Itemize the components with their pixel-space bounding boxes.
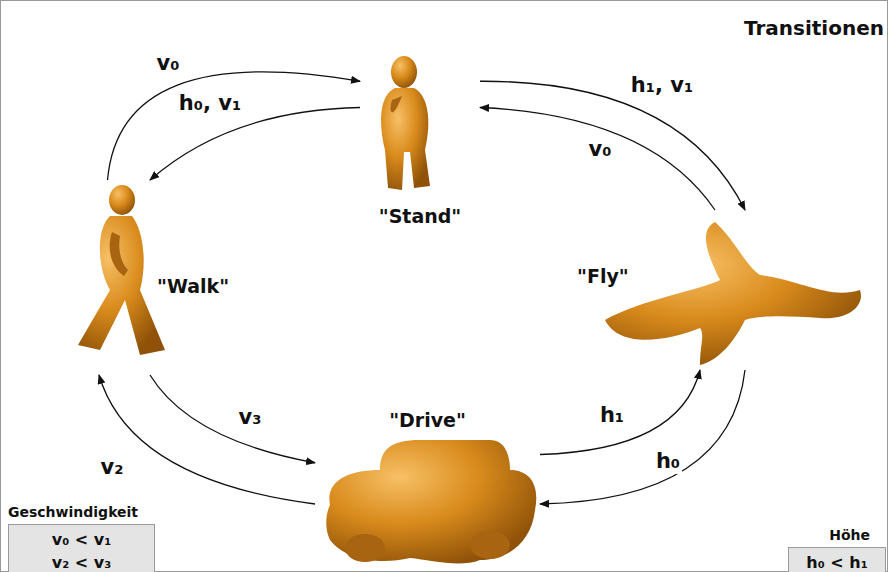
transition-label: v₂: [99, 456, 126, 479]
transition-label: h₁: [598, 404, 626, 427]
transition-label: h₀: [654, 450, 682, 473]
walking-figure: [78, 185, 165, 355]
plane-figure: [605, 222, 861, 365]
transition-label: h₀, v₁: [177, 92, 243, 115]
state-node: "Walk": [65, 180, 235, 375]
transition-arrow: [99, 375, 315, 504]
comparison-text: v₀ < v₁: [9, 528, 154, 551]
transition-arrow: [540, 370, 700, 455]
transition-arrow: [540, 370, 745, 504]
standing-figure: [381, 56, 430, 190]
transition-arrow: [480, 81, 745, 210]
car-figure: [326, 440, 536, 563]
state-node: "Fly": [565, 210, 865, 370]
legend-panel-node: Höhe h₀ < h₁: [788, 527, 886, 572]
state-node: "Drive": [315, 405, 540, 570]
panel-box: v₀ < v₁v₂ < v₃: [8, 524, 155, 572]
panel-heading: Geschwindigkeit: [8, 504, 155, 520]
legend-panel-node: Geschwindigkeit v₀ < v₁v₂ < v₃: [8, 504, 155, 572]
panel-box: h₀ < h₁: [788, 547, 886, 572]
comparison-text: v₂ < v₃: [9, 551, 154, 572]
panel-heading: Höhe: [788, 527, 886, 543]
state-label: "Fly": [577, 265, 629, 287]
transition-label: v₀: [155, 52, 182, 75]
diagram-title: Transitionen: [744, 16, 884, 40]
state-label: "Drive": [389, 409, 466, 431]
state-node: "Stand": [360, 55, 480, 230]
transition-arrow: [108, 72, 361, 180]
transition-arrow: [150, 375, 315, 463]
comparison-text: h₀ < h₁: [789, 551, 885, 572]
transition-arrow: [480, 108, 715, 211]
transition-arrow: [150, 108, 360, 181]
transition-label: v₃: [237, 406, 264, 429]
transition-label: v₀: [587, 138, 614, 161]
state-label: "Walk": [157, 275, 229, 297]
transition-label: h₁, v₁: [629, 74, 695, 97]
state-label: "Stand": [379, 205, 462, 227]
